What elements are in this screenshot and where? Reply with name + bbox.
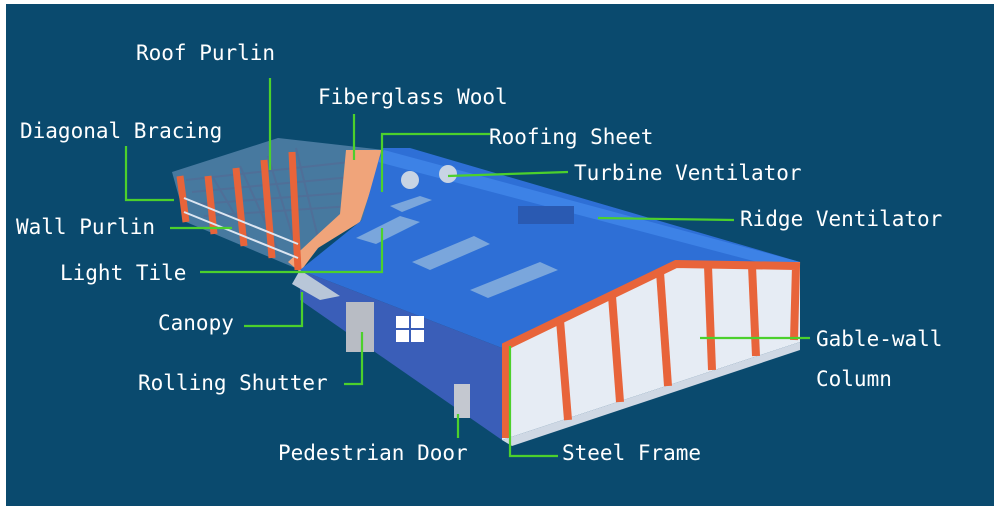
roof-purlin-grid [185, 147, 369, 261]
label-wall-purlin: Wall Purlin [16, 215, 155, 239]
label-pedestrian-door: Pedestrian Door [278, 441, 468, 465]
ridge-ventilator-unit [518, 206, 574, 224]
leader-diagonal-bracing [124, 146, 174, 202]
light-tiles [356, 196, 558, 298]
turbine-ventilator-unit-2 [439, 165, 457, 183]
label-turbine-ventilator: Turbine Ventilator [574, 161, 802, 185]
leader-ridge-ventilator [597, 216, 735, 222]
label-roofing-sheet: Roofing Sheet [489, 125, 653, 149]
label-gable-wall-line2: Column [816, 367, 892, 391]
canopy [292, 270, 340, 300]
leader-lines [124, 78, 810, 458]
fiberglass-wool-layer [288, 150, 384, 272]
label-gable-wall-line1: Gable-wall [816, 327, 942, 351]
turbine-ventilator-unit-1 [401, 171, 419, 189]
side-window [396, 316, 424, 342]
label-roof-purlin: Roof Purlin [136, 41, 275, 65]
leader-steel-frame [508, 346, 558, 458]
label-diagonal-bracing: Diagonal Bracing [20, 119, 222, 143]
roof-ridge-shade [378, 150, 800, 268]
leader-roofing-sheet [380, 132, 490, 192]
label-fiberglass-wool: Fiberglass Wool [318, 85, 508, 109]
label-rolling-shutter: Rolling Shutter [138, 371, 328, 395]
leader-rolling-shutter [344, 332, 364, 386]
gable-floor [502, 342, 800, 446]
label-steel-frame: Steel Frame [562, 441, 701, 465]
label-canopy: Canopy [158, 311, 234, 335]
steel-building-illustration [172, 138, 801, 446]
rolling-shutter-door [346, 302, 374, 352]
label-light-tile: Light Tile [60, 261, 186, 285]
left-wall-frames [176, 151, 302, 271]
leader-light-tile [200, 228, 384, 274]
steel-frame-members [502, 259, 801, 438]
label-ridge-ventilator: Ridge Ventilator [740, 207, 942, 231]
leader-turbine-ventilator [447, 170, 569, 178]
callout-labels: Roof Purlin Fiberglass Wool Diagonal Bra… [16, 41, 942, 465]
wall-purlin-lines [183, 197, 299, 259]
leader-canopy [244, 292, 304, 328]
gable-interior [502, 262, 800, 440]
pedestrian-door-unit [454, 384, 470, 418]
